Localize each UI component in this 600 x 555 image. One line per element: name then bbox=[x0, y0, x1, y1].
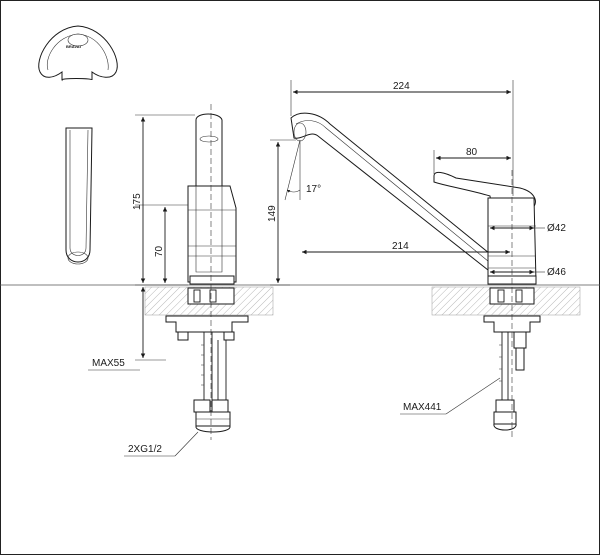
dim-max-thickness: MAX55 bbox=[92, 358, 125, 369]
dim-spout-offset: 214 bbox=[392, 241, 409, 252]
dim-dia-base: Ø46 bbox=[547, 267, 566, 278]
dim-height-base: 70 bbox=[154, 245, 165, 257]
dim-spout-angle: 17° bbox=[306, 184, 321, 195]
dim-spout-reach: 224 bbox=[393, 81, 410, 92]
side-view bbox=[290, 112, 581, 440]
dim-height-spout: 149 bbox=[267, 205, 278, 222]
dim-max-hose: MAX441 bbox=[403, 402, 442, 413]
front-dimensions: 175 70 MAX55 2XG1/2 bbox=[88, 114, 199, 457]
dim-handle-length: 80 bbox=[466, 147, 478, 158]
side-dimensions: 224 80 17° 149 214 Ø42 Ø46 MAX441 bbox=[267, 80, 566, 415]
dim-dia-upper: Ø42 bbox=[547, 223, 566, 234]
brand-label: BRAVAT bbox=[66, 44, 82, 49]
dim-height-total: 175 bbox=[132, 193, 143, 210]
top-view: BRAVAT bbox=[38, 25, 118, 265]
front-view bbox=[144, 104, 274, 440]
aerator-top-icon bbox=[67, 33, 89, 47]
dim-connection: 2XG1/2 bbox=[128, 444, 162, 455]
